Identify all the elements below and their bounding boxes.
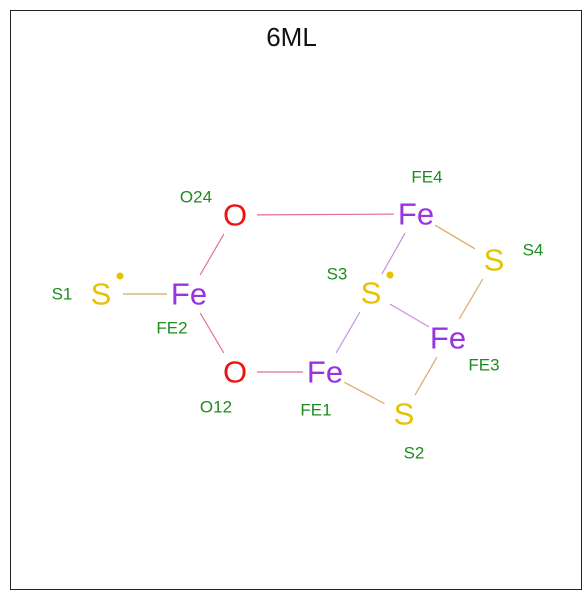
bond-layer — [123, 213, 484, 405]
radical-dot-s1 — [116, 272, 124, 280]
atom-symbol-o24: O — [223, 198, 247, 233]
atom-label-fe3: FE3 — [468, 356, 499, 375]
atom-label-o24: O24 — [180, 188, 212, 207]
atom-symbol-s2: S — [394, 397, 415, 432]
atom-symbol-s3: S — [361, 276, 382, 311]
atom-symbol-s1: S — [91, 277, 112, 312]
atom-label-s2: S2 — [404, 444, 425, 463]
atom-symbol-o12: O — [223, 355, 247, 390]
bond-s4-fe3 — [458, 278, 484, 320]
atom-label-fe4: FE4 — [411, 168, 442, 187]
bond-s3-fe1 — [335, 311, 361, 354]
atom-label-s4: S4 — [523, 241, 544, 260]
radical-dot-s3 — [386, 271, 394, 279]
atom-label-fe2: FE2 — [156, 319, 187, 338]
bond-fe4-s4 — [434, 224, 476, 250]
bond-o24-fe4 — [256, 213, 395, 216]
diagram-frame — [10, 10, 582, 590]
atom-symbol-fe1: Fe — [307, 355, 343, 390]
atom-label-s1: S1 — [52, 285, 73, 304]
diagram-title: 6ML — [266, 22, 317, 52]
bond-fe2-o24 — [199, 233, 225, 276]
atom-label-o12: O12 — [200, 398, 232, 417]
atom-symbol-fe4: Fe — [398, 197, 434, 232]
bond-s3-fe3 — [389, 303, 430, 328]
bond-fe4-s3 — [381, 232, 406, 275]
bond-fe3-s2 — [414, 356, 438, 396]
atom-label-fe1: FE1 — [300, 401, 331, 420]
atom-label-s3: S3 — [327, 265, 348, 284]
bond-fe2-o12 — [199, 312, 225, 354]
atom-symbol-s4: S — [484, 243, 505, 278]
bond-fe1-s2 — [344, 381, 385, 405]
atom-symbol-fe2: Fe — [171, 277, 207, 312]
atom-symbol-fe3: Fe — [430, 321, 466, 356]
